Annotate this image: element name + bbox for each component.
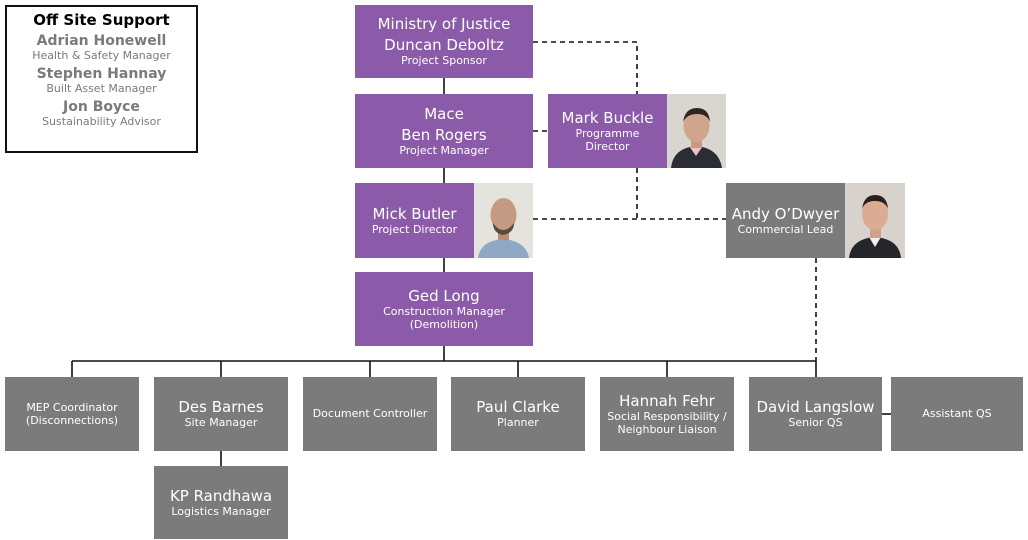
sponsor-box: Ministry of Justice Duncan Deboltz Proje…: [355, 5, 533, 78]
assistant-qs-box: Assistant QS: [891, 377, 1023, 451]
assistant-qs-role: Assistant QS: [922, 407, 992, 421]
social-role-line1: Social Responsibility /: [607, 409, 727, 423]
andy-odwyer-photo: [845, 183, 905, 258]
mep-line2: (Disconnections): [25, 414, 119, 427]
offsite-member-role: Built Asset Manager: [46, 82, 157, 95]
programme-role-line2: Director: [585, 140, 630, 153]
sponsor-role: Project Sponsor: [401, 54, 487, 68]
document-role: Document Controller: [312, 407, 428, 421]
sponsor-name: Duncan Deboltz: [384, 36, 504, 55]
offsite-support-panel: Off Site Support Adrian Honewell Health …: [5, 5, 198, 153]
project-director-role: Project Director: [371, 222, 458, 236]
planner-box: Paul Clarke Planner: [451, 377, 585, 451]
offsite-member-role: Sustainability Advisor: [42, 115, 161, 128]
commercial-role: Commercial Lead: [737, 222, 834, 236]
construction-role-line2: (Demolition): [409, 318, 479, 331]
project-manager-box: Mace Ben Rogers Project Manager: [355, 94, 533, 168]
offsite-member-role: Health & Safety Manager: [32, 49, 171, 62]
mep-line1: MEP Coordinator: [26, 400, 118, 414]
mick-butler-photo: [474, 183, 533, 258]
commercial-lead-box: Andy O’Dwyer Commercial Lead: [726, 183, 905, 258]
programme-name: Mark Buckle: [561, 108, 654, 127]
logistics-role: Logistics Manager: [171, 504, 271, 518]
mep-coordinator-box: MEP Coordinator (Disconnections): [5, 377, 139, 451]
senior-qs-role: Senior QS: [788, 416, 843, 430]
commercial-name: Andy O’Dwyer: [731, 204, 840, 223]
pm-name: Ben Rogers: [401, 125, 487, 144]
social-name: Hannah Fehr: [619, 391, 715, 410]
document-controller-box: Document Controller: [303, 377, 437, 451]
offsite-title: Off Site Support: [33, 11, 170, 29]
construction-name: Ged Long: [408, 286, 480, 305]
programme-role-line1: Programme: [575, 126, 640, 140]
construction-role-line1: Construction Manager: [383, 304, 505, 318]
senior-qs-name: David Langslow: [756, 398, 875, 417]
programme-director-box: Mark Buckle Programme Director: [548, 94, 726, 168]
planner-name: Paul Clarke: [476, 398, 560, 417]
dashed-sponsor-programme: [533, 41, 638, 94]
planner-role: Planner: [497, 416, 539, 430]
site-manager-box: Des Barnes Site Manager: [154, 377, 288, 451]
mark-buckle-photo: [667, 94, 726, 168]
pm-role: Project Manager: [399, 143, 489, 157]
offsite-member-name: Adrian Honewell: [36, 33, 167, 49]
project-director-name: Mick Butler: [372, 204, 457, 223]
project-director-box: Mick Butler Project Director: [355, 183, 533, 258]
offsite-member-name: Jon Boyce: [63, 99, 140, 115]
construction-manager-box: Ged Long Construction Manager (Demolitio…: [355, 272, 533, 346]
social-responsibility-box: Hannah Fehr Social Responsibility / Neig…: [600, 377, 734, 451]
offsite-member-name: Stephen Hannay: [36, 66, 167, 82]
site-name: Des Barnes: [178, 398, 264, 417]
logistics-name: KP Randhawa: [169, 486, 273, 505]
senior-qs-box: David Langslow Senior QS: [749, 377, 882, 451]
sponsor-org: Ministry of Justice: [377, 15, 511, 34]
pm-org: Mace: [424, 104, 464, 123]
site-role: Site Manager: [184, 416, 258, 430]
social-role-line2: Neighbour Liaison: [617, 423, 717, 436]
logistics-manager-box: KP Randhawa Logistics Manager: [154, 466, 288, 539]
